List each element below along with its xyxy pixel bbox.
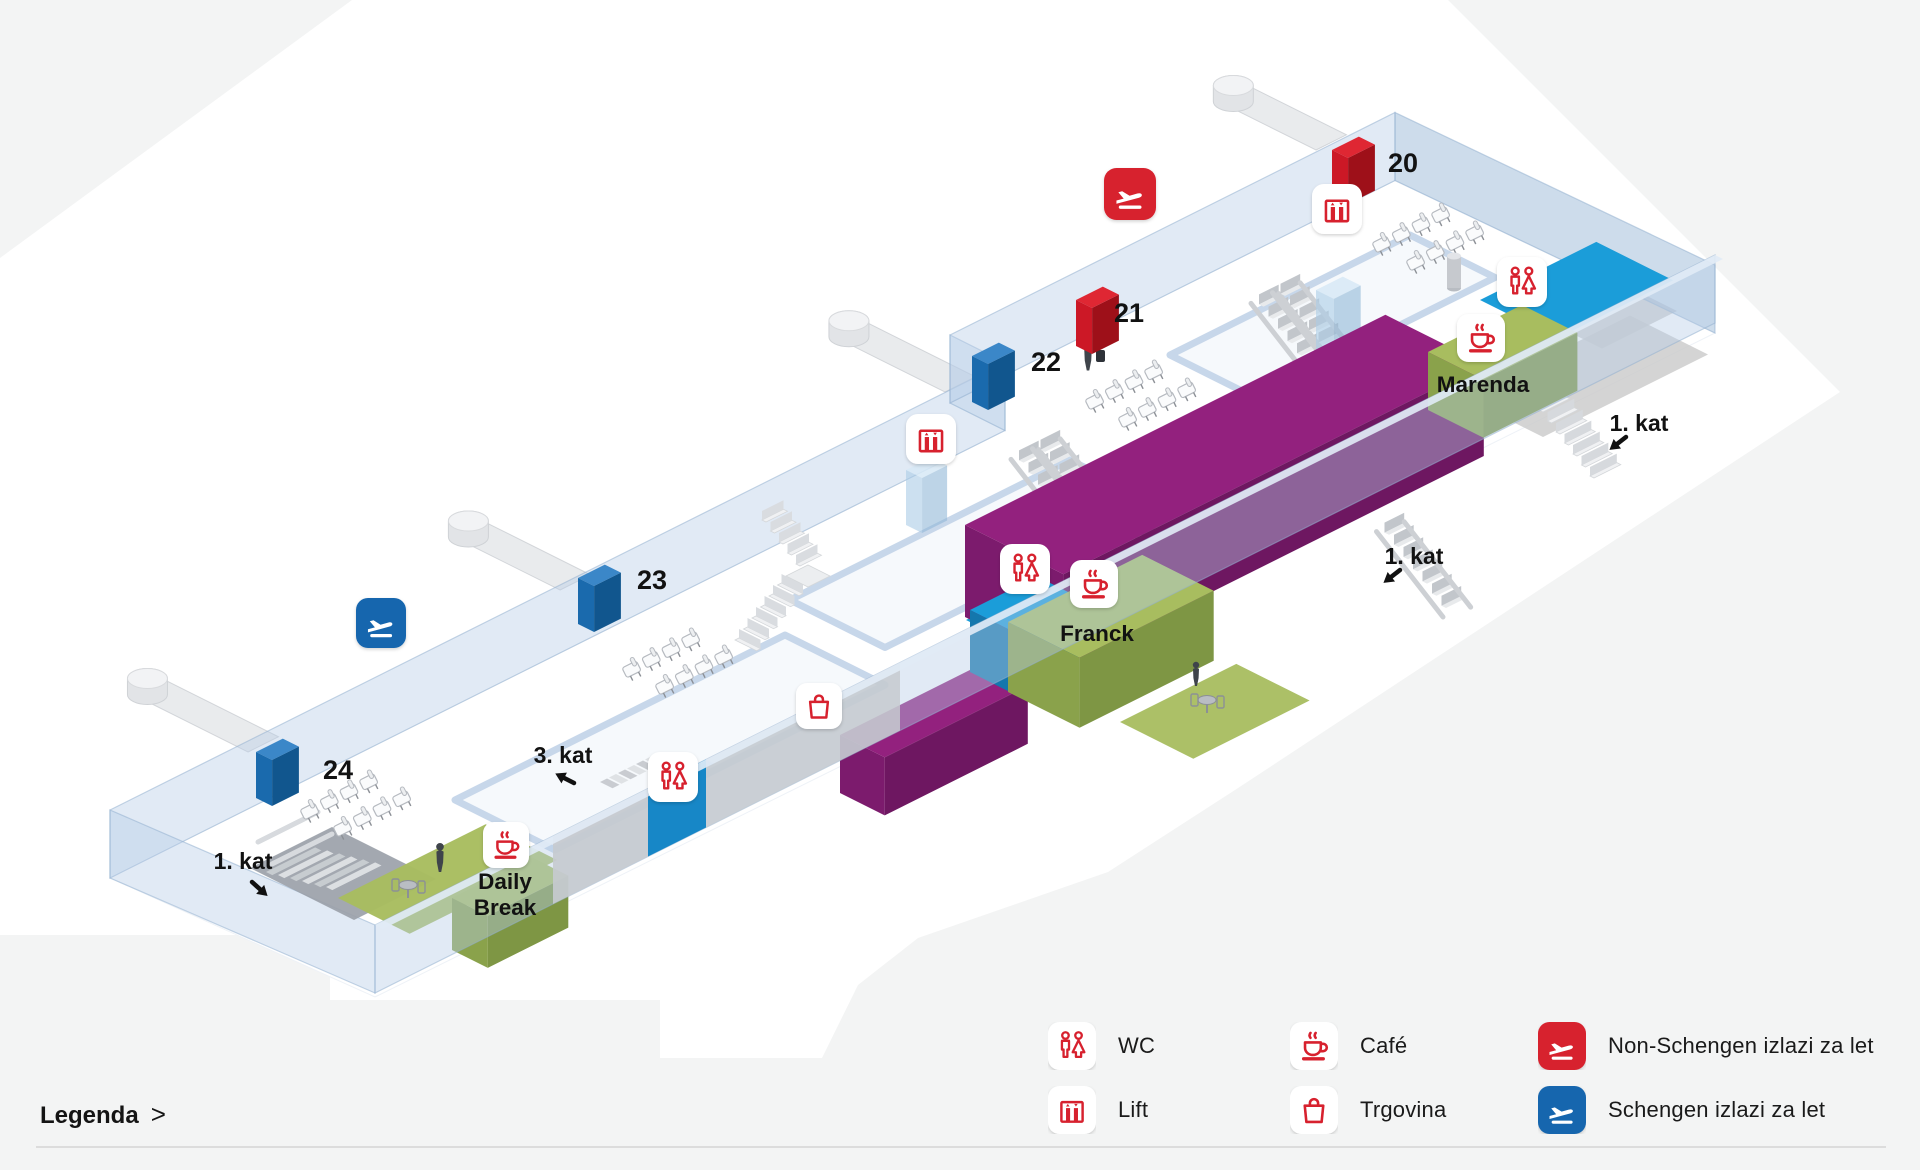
- svg-text:1. kat: 1. kat: [1610, 410, 1669, 436]
- seating-row: [333, 786, 412, 840]
- svg-text:Break: Break: [474, 895, 537, 920]
- gate-label-24: 24: [323, 755, 353, 785]
- svg-text:3. kat: 3. kat: [534, 742, 593, 768]
- seating-row: [1372, 202, 1451, 256]
- seating-row: [655, 644, 734, 698]
- seating-row: [1118, 377, 1197, 431]
- floor-level-label: 1. kat: [1609, 410, 1669, 450]
- svg-text:Marenda: Marenda: [1437, 372, 1530, 397]
- wc-icon: [1000, 544, 1050, 594]
- floor-level-label: 1. kat: [1383, 543, 1444, 583]
- direction-arrow-icon: [1383, 567, 1403, 583]
- svg-text:1. kat: 1. kat: [214, 848, 273, 874]
- plane-red-icon: [1104, 168, 1156, 220]
- legend-toggle[interactable]: Legenda >: [40, 1099, 166, 1131]
- seating-row: [1085, 359, 1164, 413]
- lift-icon: [906, 414, 956, 464]
- gate-22: 22: [972, 342, 1061, 410]
- chevron-right-icon: >: [150, 1099, 166, 1129]
- bag-icon: [796, 683, 842, 729]
- venue-label-franck: Franck: [1060, 621, 1134, 646]
- gate-20: 20: [1332, 136, 1418, 204]
- wc-icon: [1497, 257, 1547, 307]
- svg-text:Daily: Daily: [478, 869, 532, 894]
- gate-label-20: 20: [1388, 148, 1418, 178]
- seating-row: [1406, 220, 1485, 274]
- gate-label-22: 22: [1031, 347, 1061, 377]
- seating-row: [622, 627, 701, 681]
- direction-arrow-icon: [249, 879, 268, 897]
- wc-icon: [648, 752, 698, 802]
- person-figure: [1192, 661, 1200, 686]
- gate-label-23: 23: [637, 565, 667, 595]
- cafe-icon: [483, 822, 529, 868]
- gate-24: 24: [256, 738, 353, 806]
- gate-23: 23: [578, 564, 667, 632]
- floor-level-label: 1. kat: [214, 848, 273, 897]
- floor-level-label: 3. kat: [534, 742, 593, 786]
- gate-21: 21: [1076, 286, 1144, 354]
- gate-label-21: 21: [1114, 298, 1144, 328]
- lift-icon: [1312, 184, 1362, 234]
- direction-arrow-icon: [555, 772, 577, 786]
- legend-title: Legenda: [40, 1101, 139, 1129]
- cafe-icon: [1070, 560, 1118, 608]
- svg-text:Franck: Franck: [1060, 621, 1134, 646]
- person-figure: [436, 842, 444, 872]
- seating-row: [300, 769, 379, 823]
- direction-arrow-icon: [1609, 434, 1629, 450]
- cafe-icon: [1457, 314, 1505, 362]
- svg-text:1. kat: 1. kat: [1385, 543, 1444, 569]
- plane-blue-icon: [356, 598, 406, 648]
- venue-label-marenda: Marenda: [1437, 372, 1530, 397]
